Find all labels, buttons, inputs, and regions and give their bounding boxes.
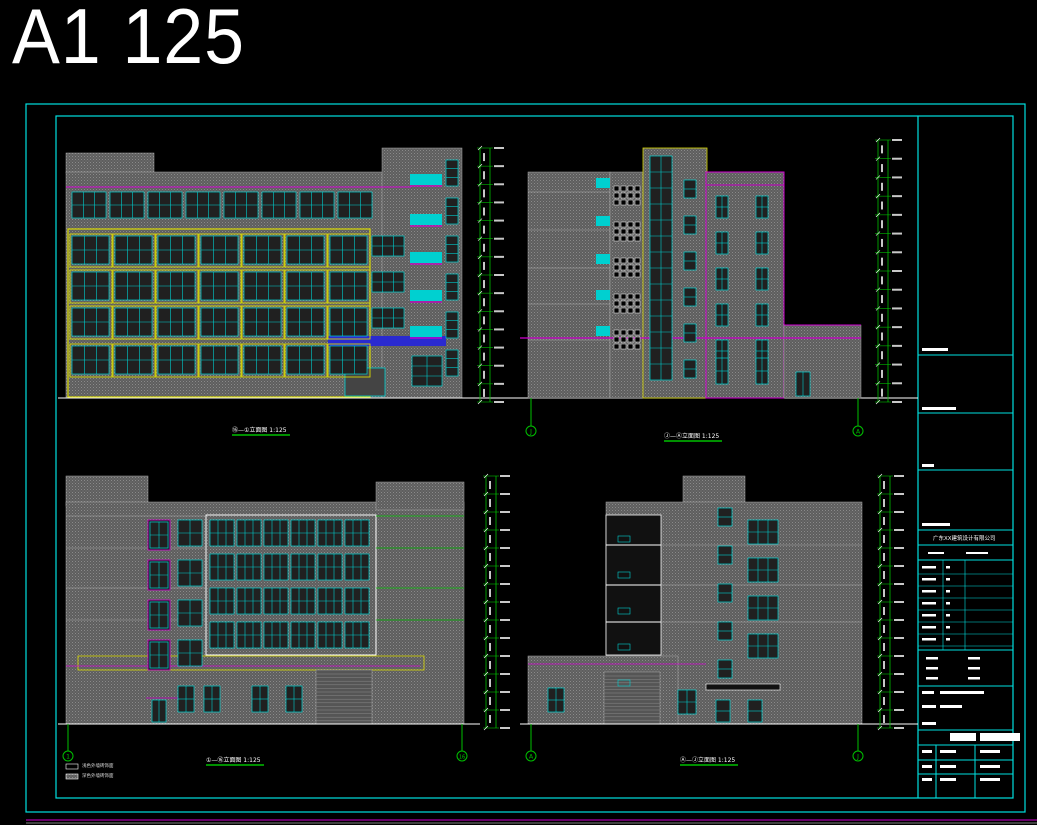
axis-label-j: J [529,429,532,436]
inner-frame [55,115,1014,799]
elevation-caption-4: Ⓐ—Ⓙ立面图 1:125 [680,757,736,764]
outer-frame [25,103,1026,813]
elevation-caption-1: ⑯—①立面图 1:125 [232,427,287,434]
axis-markers: J A 1 16 A J [62,398,864,762]
title-block [917,116,1020,798]
legend-swatch-dark [65,773,79,780]
elevation-side-right [520,147,862,399]
title-block-company: 广东XX建筑设计有限公司 [933,536,996,542]
axis-label-16: 16 [459,755,465,761]
axis-label-j-2: J [856,754,859,761]
sheet-title: A1 125 [12,0,245,80]
dimension-chain-4 [877,473,904,731]
axis-label-a: A [856,429,861,436]
elevation-front [58,147,918,399]
legend-swatch-light [65,763,79,770]
legend-item-dark: 深色外墙砖饰面 [82,774,114,779]
elevation-side-left [520,475,918,725]
dimension-chain-3 [483,473,510,731]
dimension-chain-1 [477,145,504,405]
axis-label-1: 1 [66,754,70,761]
dimension-chain-2 [875,137,902,405]
elevation-caption-3: ①—⑯立面图 1:125 [206,757,261,764]
elevation-rear [58,475,480,725]
axis-label-a-2: A [529,754,534,761]
elevation-caption-2: Ⓙ—Ⓐ立面图 1:125 [664,433,720,440]
legend-item-light: 浅色外墙砖饰面 [82,764,114,769]
